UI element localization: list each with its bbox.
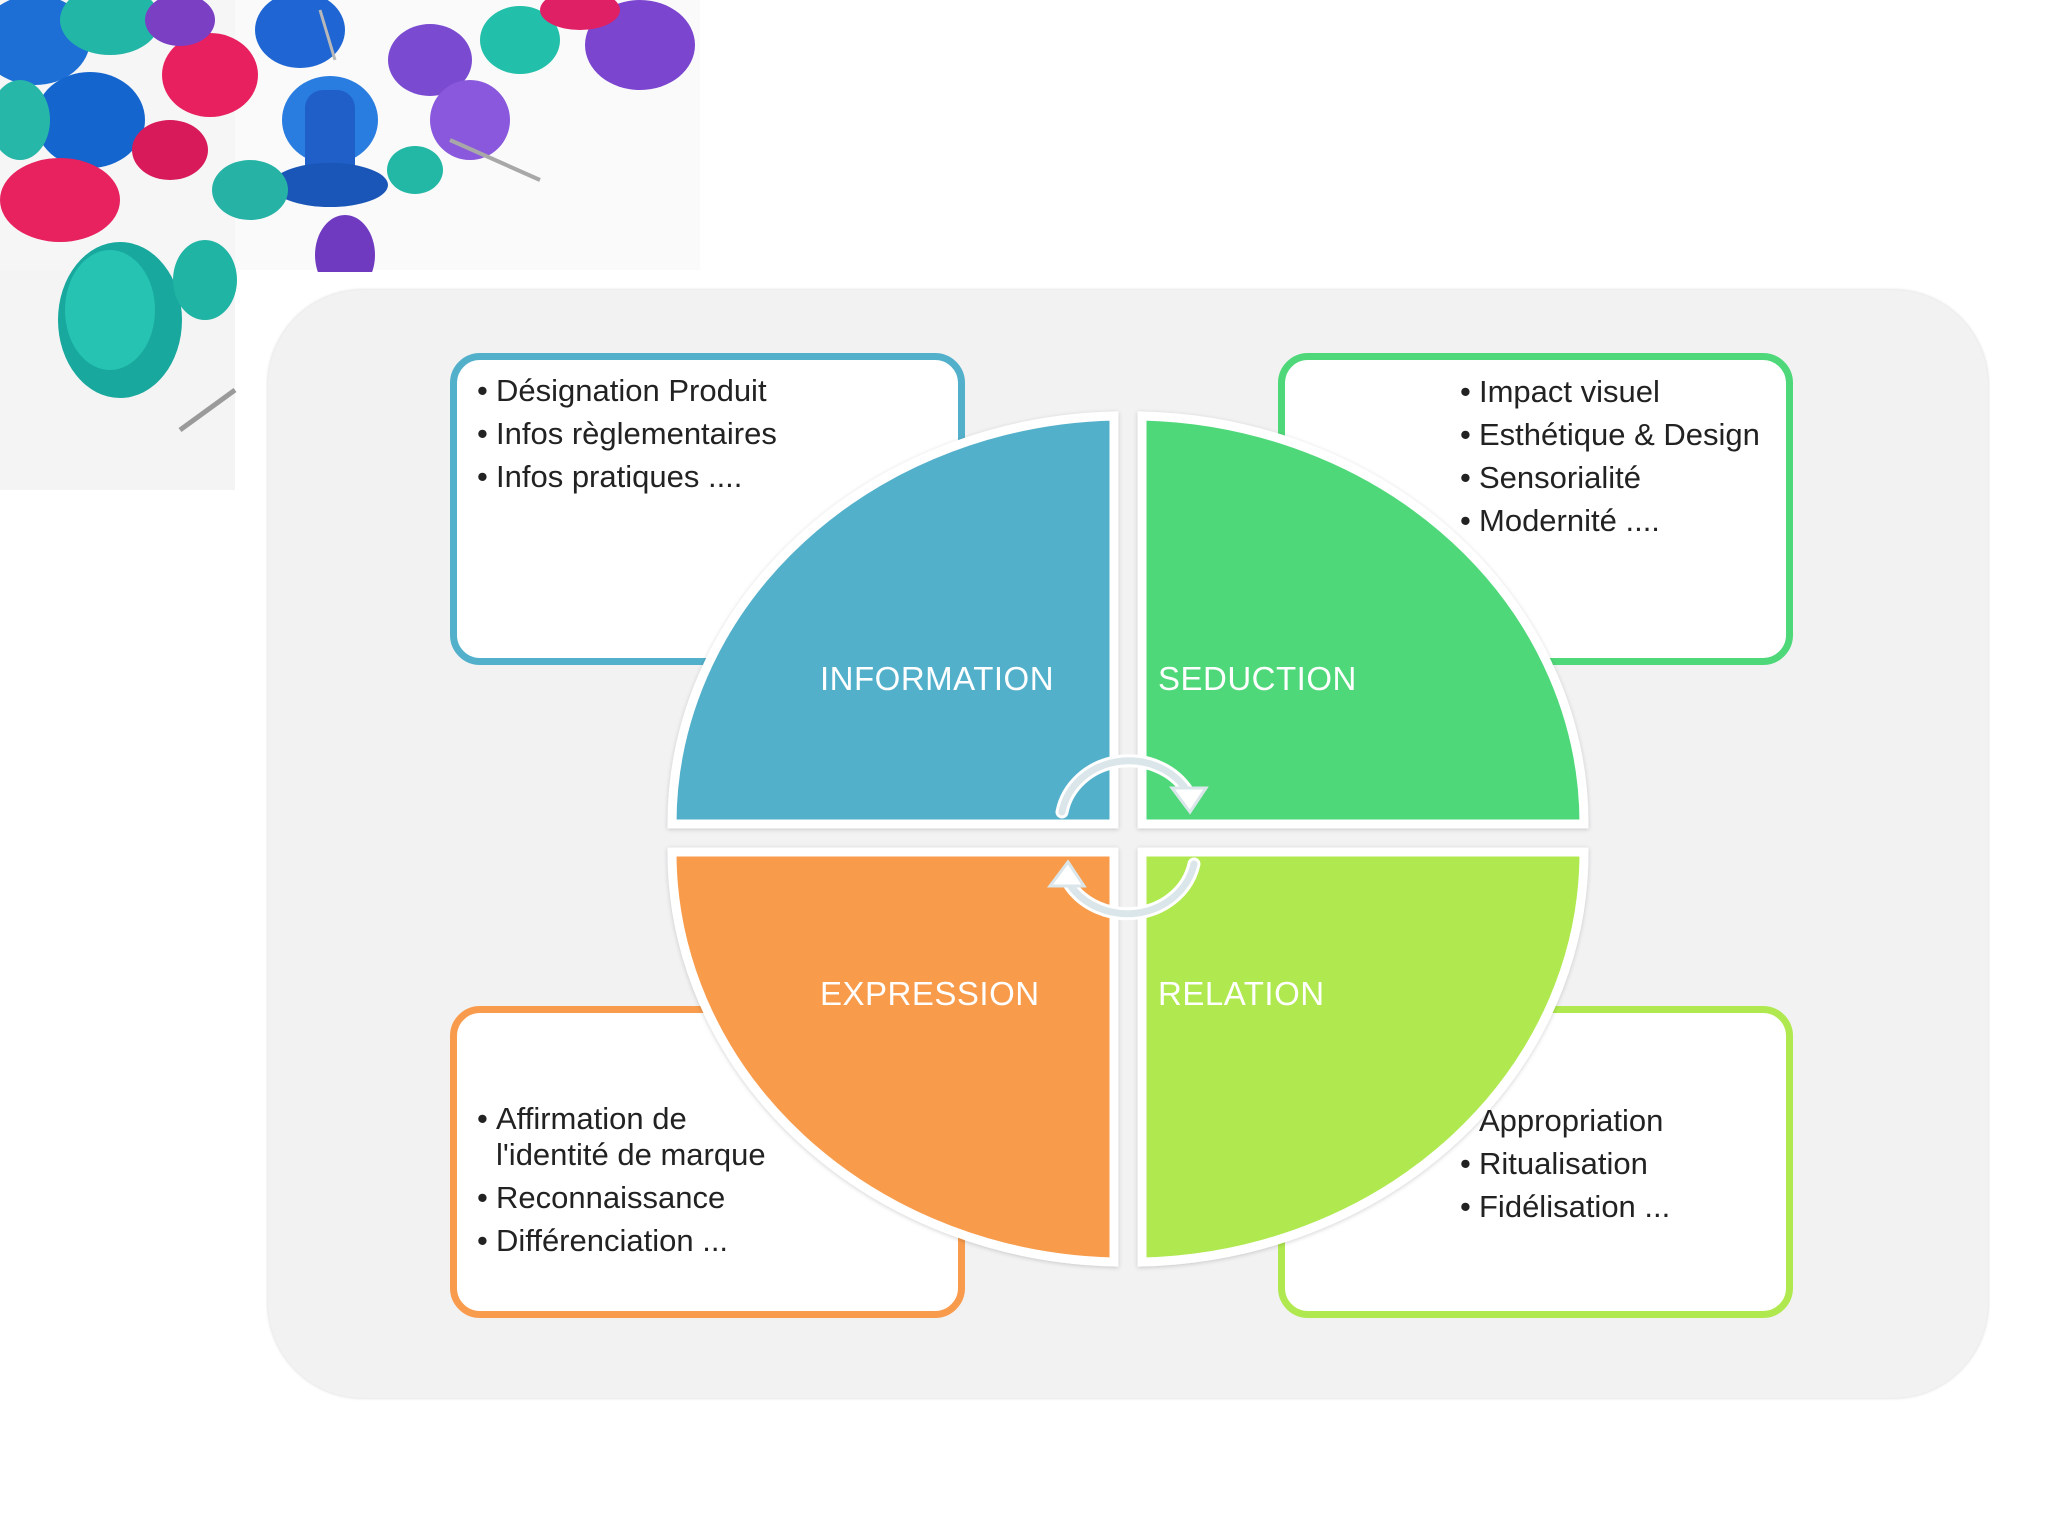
information-quadrant xyxy=(667,411,1119,829)
list-item: Désignation Produit xyxy=(477,373,907,409)
list-item: Ritualisation xyxy=(1460,1146,1790,1182)
list-item: Impact visuel xyxy=(1460,374,1790,410)
list-item: Infos pratiques .... xyxy=(477,459,907,495)
list-item: Modernité .... xyxy=(1460,503,1790,539)
relation-list: Appropriation Ritualisation Fidélisation… xyxy=(1460,1103,1790,1232)
list-item: Esthétique & Design xyxy=(1460,417,1790,453)
list-item: Sensorialité xyxy=(1460,460,1790,496)
information-list: Désignation Produit Infos règlementaires… xyxy=(477,373,907,502)
list-item: Appropriation xyxy=(1479,1103,1664,1138)
list-item: Affirmation de l'identité de marque xyxy=(477,1101,807,1173)
list-item: Fidélisation ... xyxy=(1460,1189,1790,1225)
seduction-label: SEDUCTION xyxy=(1158,660,1357,697)
list-item: Différenciation ... xyxy=(477,1223,807,1259)
expression-label: EXPRESSION xyxy=(820,975,1040,1012)
quadrant-circle xyxy=(667,411,1589,1267)
relation-quadrant xyxy=(1137,847,1589,1267)
seduction-quadrant xyxy=(1137,411,1589,829)
list-item: Reconnaissance xyxy=(477,1180,807,1216)
list-item: Infos règlementaires xyxy=(477,416,907,452)
circular-arrows-icon xyxy=(1047,754,1209,921)
information-label: INFORMATION xyxy=(820,660,1055,697)
relation-label: RELATION xyxy=(1158,975,1325,1012)
expression-list: Affirmation de l'identité de marque Reco… xyxy=(477,1101,807,1266)
seduction-list: Impact visuel Esthétique & Design Sensor… xyxy=(1460,374,1790,546)
